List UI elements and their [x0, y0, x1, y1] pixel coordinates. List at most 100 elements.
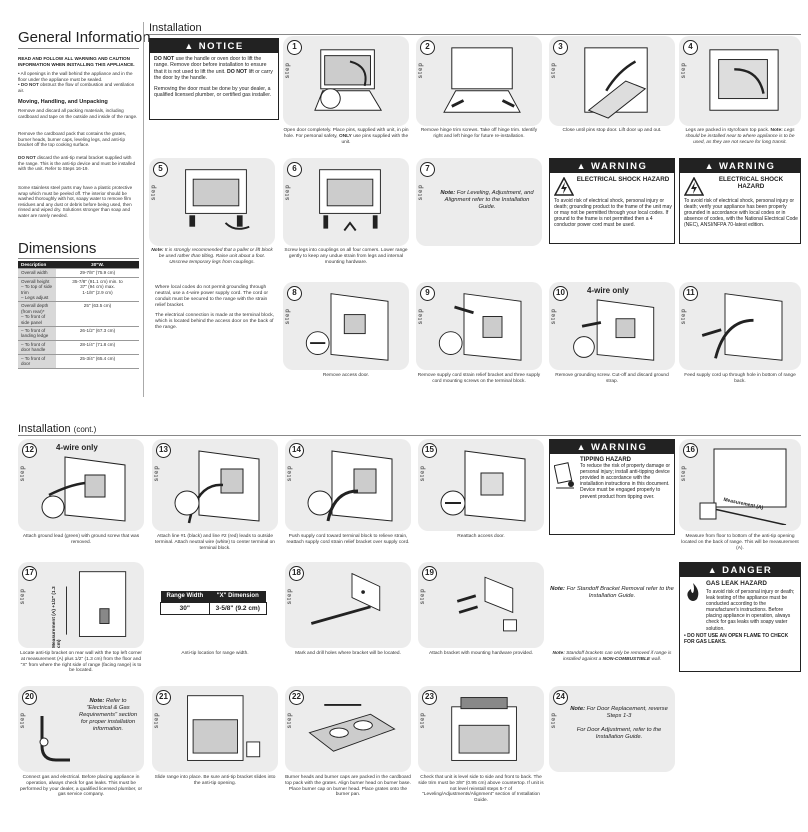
s19-note2-bold-c: NON-COMBUSTIBLE [602, 656, 651, 662]
s1-text-c: use pins supplied with the unit. [341, 133, 409, 145]
warning-triangle-icon: ▲ [576, 442, 587, 452]
locate-bracket-illustration [32, 568, 138, 642]
step-label: step [420, 588, 426, 605]
shock-2-title: ELECTRICAL SHOCK HAZARD [718, 176, 784, 190]
warning-heading: WARNING [591, 161, 648, 172]
step-label: step [681, 62, 687, 79]
step-number: 21 [156, 690, 171, 705]
electric-shock-icon [684, 177, 704, 197]
step-number: 11 [683, 286, 698, 301]
gas-leak-body: To avoid risk of personal injury or deat… [706, 589, 795, 632]
step-11-caption: Feed supply cord up through hole in bott… [684, 373, 796, 384]
notice-p1-text2: lift or carry the door by the handle. [154, 68, 273, 82]
dim-label: Overall depth (from rear)* – To front of… [18, 301, 56, 328]
step-19-panel: 19 step [418, 562, 544, 648]
s5-text: It is strongly recommended that a pallet… [158, 248, 273, 265]
range-width-value: 30" [160, 602, 210, 615]
s19-note2-text-d: wall. [650, 656, 662, 662]
step-7-note: Note: For Leveling, Adjustment, and Alig… [438, 190, 536, 211]
step-number: 12 [22, 443, 37, 458]
installation-cont-title: Installation (cont.) [18, 423, 96, 435]
step-15-panel: 15 step [418, 439, 544, 531]
feed-cord-illustration [693, 288, 795, 364]
step-label: step [287, 588, 293, 605]
installation-cont-suffix: (cont.) [73, 425, 97, 434]
s20-note-bold: Note: [89, 698, 105, 704]
table-row: 30"3-5/8" (9.2 cm) [160, 602, 267, 615]
reattach-door-illustration [432, 445, 538, 525]
s7-note-bold: Note: [440, 190, 456, 196]
moving-p4: Some stainless steel parts may have a pl… [18, 185, 133, 218]
step-2-panel: 2 step [416, 36, 542, 126]
step-number: 3 [553, 40, 568, 55]
step-21-caption: Slide range into place. Be sure anti-tip… [154, 775, 276, 786]
step-4-panel: 4 step [679, 36, 801, 126]
s4-bold: Note: [770, 128, 783, 133]
dim-value: 29-7/8" (75.9 cm) [56, 268, 139, 278]
step-14-panel: 14 step [285, 439, 411, 531]
step-label: step [20, 588, 26, 605]
s19-note-text: For Standoff Bracket Removal refer to th… [564, 586, 674, 599]
step-label: step [285, 308, 291, 325]
tipping-body: To reduce the risk of property damage or… [580, 463, 671, 500]
dim-value: 25-3/4" (65.4 cm) [56, 354, 139, 369]
step-23-caption: Check that unit is level side to side an… [418, 775, 544, 804]
step-number: 18 [289, 566, 304, 581]
strain-relief-illustration [430, 288, 536, 364]
warning-shock-box-1: ▲WARNING ELECTRICAL SHOCK HAZARD To avoi… [549, 158, 675, 244]
step-number: 8 [287, 286, 302, 301]
step-number: 9 [420, 286, 435, 301]
moving-p1: Remove and discard all packing materials… [18, 108, 138, 119]
notice-p1-bold: DO NOT [154, 56, 175, 62]
step-label: step [418, 62, 424, 79]
s4-text-c: Legs should be installed near to where a… [685, 128, 795, 145]
step-number: 22 [289, 690, 304, 705]
step-number: 7 [420, 162, 435, 177]
step-11-panel: 11 step [679, 282, 801, 370]
s1-bold: ONLY [338, 133, 352, 139]
s20-note-text: Refer to "Electrical & Gas Requirements"… [78, 698, 138, 732]
step-24-panel: 24 step Note: For Door Replacement, reve… [549, 686, 675, 772]
gas-connector-illustration [36, 716, 70, 766]
dim-value: 26-1/2" (67.3 cm) [56, 326, 139, 341]
step-10-caption: Remove grounding screw. Cut-off and disc… [555, 373, 669, 384]
notice-p1-bold2: DO NOT [226, 68, 248, 75]
step-16-caption: Measure from floor to bottom of the anti… [681, 534, 799, 551]
step-number: 5 [153, 162, 168, 177]
step-label: step [551, 712, 557, 729]
step-19-note2: Note: Standoff brackets can only be remo… [549, 651, 675, 663]
moving-p3-bold: DO NOT [18, 155, 36, 160]
warning-triangle-icon: ▲ [704, 161, 715, 171]
step-label: step [20, 712, 26, 729]
step-label: step [551, 62, 557, 79]
step-2-caption: Remove hinge trim screws. Take off hinge… [420, 128, 538, 139]
moving-p2: Remove the cardboard pack that contains … [18, 131, 127, 148]
step-label: step [420, 465, 426, 482]
warning-triangle-icon: ▲ [576, 161, 587, 171]
screw-legs-illustration [297, 164, 403, 240]
s19-note2-bold: Note: [552, 651, 565, 656]
tipping-title: TIPPING HAZARD [580, 457, 631, 463]
step-7-panel: 7 step Note: For Leveling, Adjustment, a… [416, 158, 542, 246]
step-number: 1 [287, 40, 302, 55]
general-info-title: General Information [18, 29, 151, 46]
step-3-caption: Close until pins stop door. Lift door up… [562, 128, 662, 133]
step-19-note: Note: For Standoff Bracket Removal refer… [549, 586, 675, 600]
four-wire-label: 4-wire only [587, 286, 629, 295]
step-20-panel: 20 step Note: Refer to "Electrical & Gas… [18, 686, 144, 772]
step-13-panel: 13 step [152, 439, 278, 531]
step-number: 6 [287, 162, 302, 177]
step-number: 4 [683, 40, 698, 55]
x-dimension-head: "X" Dimension [209, 591, 267, 603]
burner-grates-illustration [299, 692, 405, 766]
step-4-caption: Legs are packed in styrofoam top pack. N… [679, 128, 801, 145]
step-17-panel: 17 step Measurement (A) +1/2" (1.3 cm) [18, 562, 144, 648]
gi-bullet-2: obstruct the flow of combustion and vent… [18, 82, 135, 93]
step-number: 17 [22, 566, 37, 581]
step-12-panel: 12 step 4-wire only [18, 439, 144, 531]
dim-label: – To front of door handle [18, 340, 56, 355]
electric-shock-icon [554, 177, 574, 197]
step-14-caption: Push supply cord toward terminal block t… [286, 534, 410, 545]
